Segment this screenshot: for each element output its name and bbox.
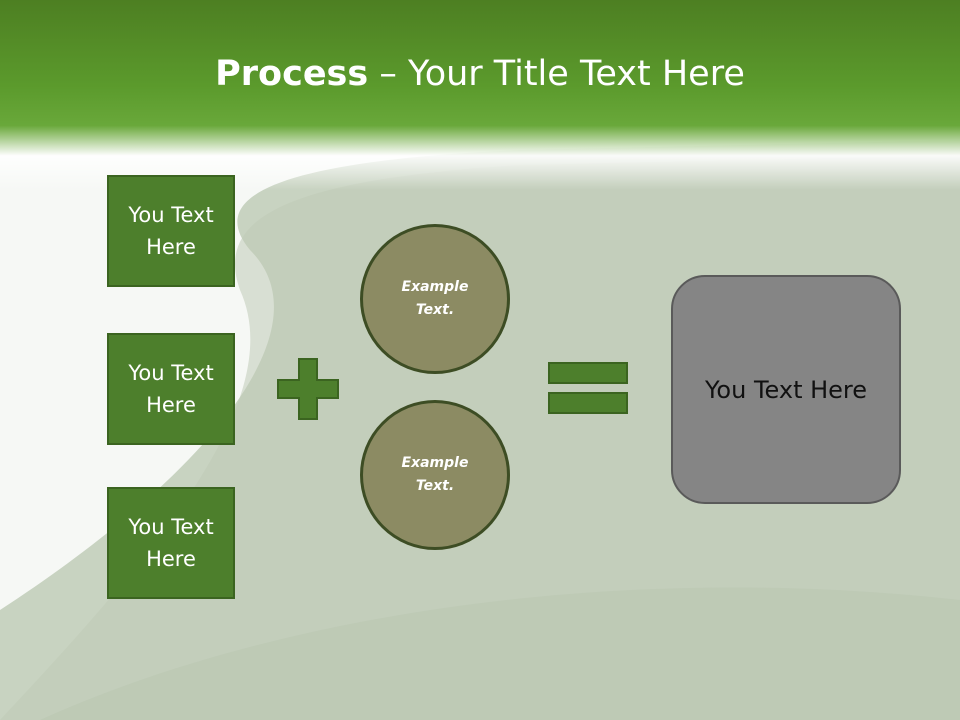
plus-icon <box>277 358 339 420</box>
result-box: You Text Here <box>671 275 901 504</box>
input-box-1-label: You Text Here <box>128 203 214 259</box>
input-box-3-label: You Text Here <box>128 515 214 571</box>
input-box-3: You Text Here <box>107 487 235 599</box>
title-bold: Process <box>215 54 369 94</box>
input-box-1: You Text Here <box>107 175 235 287</box>
title-rest: – Your Title Text Here <box>368 54 745 94</box>
title-bar <box>0 0 960 190</box>
example-circle-1-label: Example Text. <box>401 279 469 318</box>
slide-title: Process – Your Title Text Here <box>0 52 960 96</box>
example-circle-1: Example Text. <box>360 224 510 374</box>
result-box-label: You Text Here <box>704 375 868 404</box>
input-box-2: You Text Here <box>107 333 235 445</box>
input-box-2-label: You Text Here <box>128 361 214 417</box>
example-circle-2: Example Text. <box>360 400 510 550</box>
example-circle-2-label: Example Text. <box>401 455 469 494</box>
equals-icon <box>548 362 628 414</box>
